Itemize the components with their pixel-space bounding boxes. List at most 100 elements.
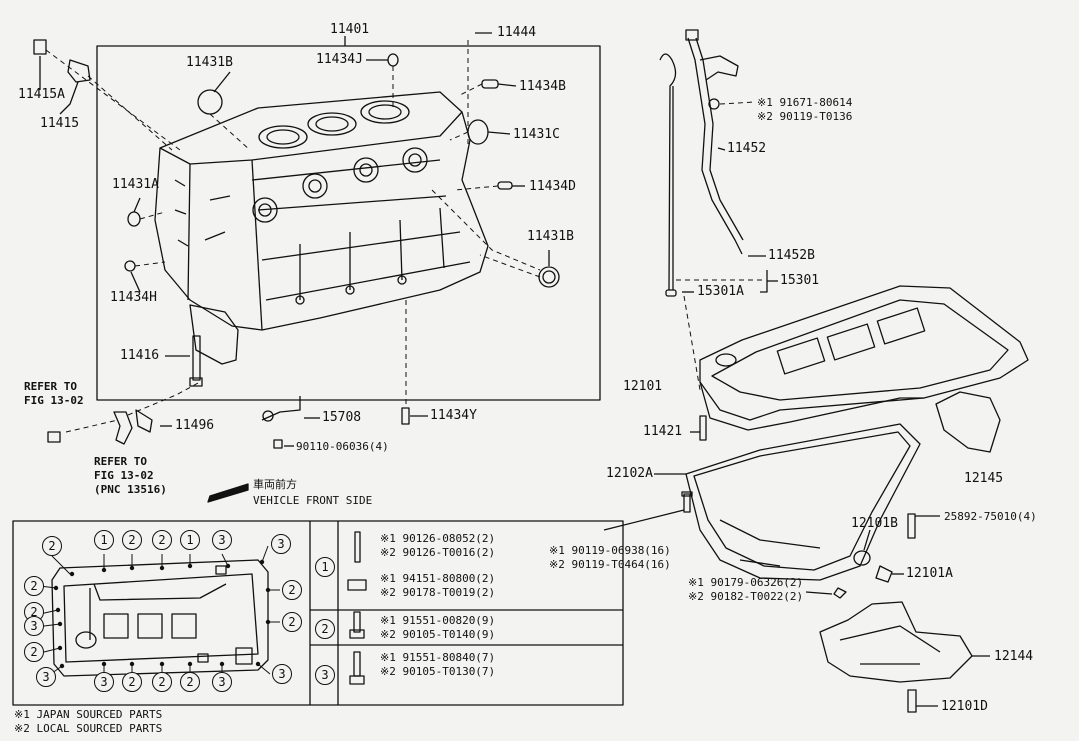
label-11416: 11416 [120,348,160,363]
legend-row-number: 2 [315,619,335,639]
callout-right: 2 [282,612,302,632]
label-11415: 11415 [40,116,80,131]
footnote-japan: ※1 JAPAN SOURCED PARTS [14,708,163,721]
legend-part-number: ※2 90105-T0140(9) [380,628,496,641]
block-group-box [96,45,601,401]
callout-top: 1 [94,530,114,550]
label-15708: 15708 [322,410,362,425]
callout-top: 2 [122,530,142,550]
label-11415a: 11415A [18,87,65,102]
callout-top: 3 [212,530,232,550]
oil-pan-no2 [685,423,921,581]
label-91671: ※1 91671-80614 [757,96,853,109]
legend-part-number: ※1 90126-08052(2) [380,532,496,545]
bolt-hole-dot [187,661,193,667]
label-11434y: 11434Y [430,408,477,423]
bolt-hole-dot [53,585,59,591]
bolt-hole-dot [55,607,61,613]
legend-part-number: ※1 91551-00820(9) [380,614,496,627]
bolt-hole-dot [59,663,65,669]
callout-bottom: 3 [212,672,232,692]
label-12145: 12145 [964,471,1004,486]
refer-to-2-line2: FIG 13-02 [94,469,154,482]
label-11434d: 11434D [529,179,576,194]
label-11431b-top: 11431B [186,55,233,70]
bolt-hole-dot [57,621,63,627]
refer-to-line1: REFER TO [24,380,77,393]
callout-bottom: 2 [152,672,172,692]
refer-to-2-line3: (PNC 13516) [94,483,167,496]
label-11421: 11421 [643,424,683,439]
label-11401: 11401 [330,22,370,37]
legend-row-number: 1 [315,557,335,577]
bolt-hole-dot [265,587,271,593]
oil-dipstick [659,53,677,297]
refer-to-2-line1: REFER TO [94,455,147,468]
label-11452: 11452 [727,141,767,156]
front-jp: 車両前方 [253,478,297,491]
callout-left: 2 [24,642,44,662]
bolt-hole-dot [159,565,165,571]
bolt-hole-dot [265,619,271,625]
label-11434b: 11434B [519,79,566,94]
bolt-hole-dot [129,565,135,571]
bolt-hole-dot [69,571,75,577]
bolt-legend-frame [12,520,624,706]
mini-bolt-dots [53,559,271,669]
label-15301a: 15301A [697,284,744,299]
callout-bottom: 3 [272,664,292,684]
bolt-hole-dot [101,567,107,573]
label-90119-t0464: ※2 90119-T0464(16) [549,558,671,571]
label-12101b: 12101B [851,516,898,531]
bolt-hole-dot [219,661,225,667]
bolt-hole-dot [255,661,261,667]
bolt-hole-dot [225,563,231,569]
bolt-hole-dot [129,661,135,667]
label-25892: 25892-75010(4) [944,510,1037,523]
bolt-hole-dot [57,645,63,651]
label-11434j: 11434J [316,52,363,67]
callout-right: 2 [282,580,302,600]
label-12102a: 12102A [606,466,653,481]
callout-top: 2 [42,536,62,556]
callout-top: 1 [180,530,200,550]
callout-left: 3 [36,667,56,687]
label-11444: 11444 [497,25,537,40]
label-12101a: 12101A [906,566,953,581]
label-90110: 90110-06036(4) [296,440,389,453]
legend-part-number: ※2 90178-T0019(2) [380,586,496,599]
legend-part-number: ※2 90126-T0016(2) [380,546,496,559]
label-11434h: 11434H [110,290,157,305]
label-12101d: 12101D [941,699,988,714]
label-90119-06938: ※1 90119-06938(16) [549,544,671,557]
label-11431a: 11431A [112,177,159,192]
bolt-hole-dot [187,563,193,569]
label-11431c: 11431C [513,127,560,142]
label-90119-t0136: ※2 90119-T0136 [757,110,853,123]
oil-pan-no1 [699,285,1029,431]
label-11496: 11496 [175,418,215,433]
label-12144: 12144 [994,649,1034,664]
plug-11431b-top [197,89,223,115]
bolt-hole-dot [259,559,265,565]
callout-bottom: 3 [94,672,114,692]
legend-part-number: ※1 94151-80800(2) [380,572,496,585]
cylinder-block [154,91,489,331]
bolt-hole-dot [101,661,107,667]
callout-top: 2 [152,530,172,550]
callout-left: 3 [24,616,44,636]
callout-top: 3 [271,534,291,554]
callout-bottom: 2 [122,672,142,692]
bolt-hole-dot [159,661,165,667]
label-11452b: 11452B [768,248,815,263]
refer-to-line2: FIG 13-02 [24,394,84,407]
label-90182: ※2 90182-T0022(2) [688,590,804,603]
label-11431b-right: 11431B [527,229,574,244]
label-15301: 15301 [780,273,820,288]
legend-part-number: ※2 90105-T0130(7) [380,665,496,678]
legend-row-number: 3 [315,665,335,685]
front-en: VEHICLE FRONT SIDE [253,494,373,507]
label-12101: 12101 [623,379,663,394]
